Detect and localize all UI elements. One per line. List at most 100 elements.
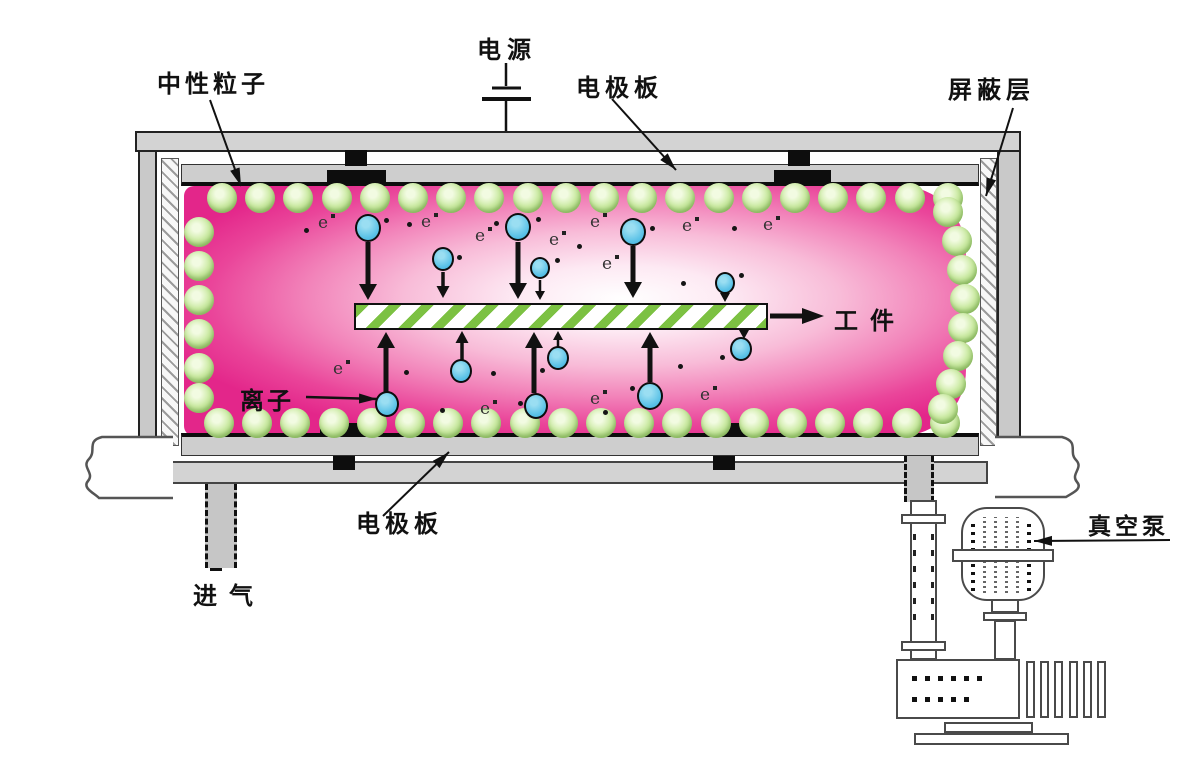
neutral-particle-ball <box>624 408 655 438</box>
label-ion: 离子 <box>240 388 294 415</box>
electron-dot <box>384 218 389 223</box>
neutral-particle-ball <box>471 408 502 438</box>
electron-dot <box>577 244 582 249</box>
neutral-particle-ball <box>245 183 276 213</box>
neutral-particle-ball <box>777 408 807 438</box>
neutral-particle-ball <box>184 217 214 247</box>
pump-body-dots <box>912 697 972 702</box>
neutral-particle-ball <box>283 183 314 213</box>
neutral-particle-ball <box>184 319 214 349</box>
shield-layer-left <box>161 158 179 446</box>
ion-particle <box>524 393 548 419</box>
neutral-particle-ball <box>942 226 972 256</box>
electrode-standoff <box>345 150 367 166</box>
exhaust-pipe <box>910 500 937 660</box>
neutral-particle-ball <box>948 313 978 343</box>
electron-dot <box>494 221 499 226</box>
neutral-particle-ball <box>818 183 849 213</box>
neutral-particle-ball <box>398 183 428 213</box>
neutral-particle-ball <box>856 183 887 213</box>
pipe-dash-right <box>931 510 934 620</box>
neutral-particle-ball <box>947 255 977 285</box>
electron-dot <box>739 273 744 278</box>
neutral-particle-ball <box>738 408 769 438</box>
neutral-particle-ball <box>204 408 234 438</box>
neutral-particle-ball <box>474 183 505 213</box>
electron-dot <box>650 226 655 231</box>
neutral-particle-ball <box>703 183 734 213</box>
label-vacuum-pump: 真空泵 <box>1088 513 1169 539</box>
neutral-particle-ball <box>436 183 467 213</box>
electron-dot <box>518 401 523 406</box>
electron-dot <box>555 258 560 263</box>
neutral-particle-ball <box>207 183 237 213</box>
neutral-particle-ball <box>815 408 846 438</box>
pump-clamp-band <box>952 549 1054 562</box>
electrode-standoff <box>788 150 810 166</box>
neutral-particle-ball <box>395 408 425 438</box>
neutral-particle-ball <box>242 408 273 438</box>
exhaust-flange-bottom <box>901 641 946 651</box>
neutral-particle-ball <box>894 183 925 213</box>
electron-label: e <box>318 213 336 233</box>
ion-particle <box>730 337 752 361</box>
electron-label: e <box>763 215 781 235</box>
neutral-particle-ball <box>943 341 973 371</box>
neutral-particle-ball <box>662 408 693 438</box>
electron-label: e <box>700 385 718 405</box>
neutral-particle-ball <box>433 408 464 438</box>
electron-label: e <box>480 399 498 419</box>
label-shield-layer: 屏蔽层 <box>948 77 1035 104</box>
neutral-particle-ball <box>184 383 214 413</box>
ion-particle <box>432 247 454 271</box>
electrode-standoff <box>333 456 355 470</box>
electrode-pad <box>327 170 386 184</box>
electron-label: e <box>475 226 493 246</box>
electron-dot <box>536 217 541 222</box>
neutral-particle-ball <box>318 408 349 438</box>
neutral-particle-ball <box>665 183 696 213</box>
ion-particle <box>375 391 399 417</box>
electron-dot <box>304 228 309 233</box>
electron-dot <box>681 281 686 286</box>
label-electrode-bottom: 电极板 <box>356 511 443 538</box>
electrode-plate-bottom <box>181 433 979 456</box>
electrode-standoff <box>713 456 735 470</box>
neutral-particle-ball <box>184 285 214 315</box>
neutral-particle-ball <box>512 183 543 213</box>
pump-fin <box>1083 661 1092 718</box>
label-workpiece: 工件 <box>834 308 906 335</box>
pump-body <box>896 659 1020 719</box>
electron-dot <box>630 386 635 391</box>
neutral-particle-ball <box>853 408 884 438</box>
neutral-particle-ball <box>321 183 352 213</box>
label-power-supply: 电源 <box>477 37 537 64</box>
neutral-particle-ball <box>589 183 619 213</box>
neutral-particle-ball <box>928 394 958 424</box>
chamber-lid <box>135 131 1021 152</box>
electron-dot <box>491 371 496 376</box>
workpiece-bar <box>354 303 768 330</box>
pump-fin <box>1040 661 1049 718</box>
pump-neck <box>991 599 1019 613</box>
electron-dot <box>732 226 737 231</box>
ion-particle <box>355 214 381 242</box>
pipe-dash-left <box>913 510 916 620</box>
electron-dot <box>720 355 725 360</box>
pump-fin <box>1069 661 1078 718</box>
shield-layer-right <box>980 158 997 446</box>
electrode-pad <box>774 170 831 184</box>
electron-label: e <box>590 389 608 409</box>
neutral-particle-ball <box>950 284 980 314</box>
ion-particle <box>637 382 663 410</box>
neutral-particle-ball <box>550 183 581 213</box>
neutral-particle-ball <box>780 183 810 213</box>
neutral-particle-ball <box>933 197 963 227</box>
electron-dot <box>457 255 462 260</box>
ion-particle <box>547 346 569 370</box>
neutral-particle-ball <box>547 408 578 438</box>
electron-label: e <box>682 216 700 236</box>
label-electrode-top: 电极板 <box>576 75 663 102</box>
electron-label: e <box>590 212 608 232</box>
